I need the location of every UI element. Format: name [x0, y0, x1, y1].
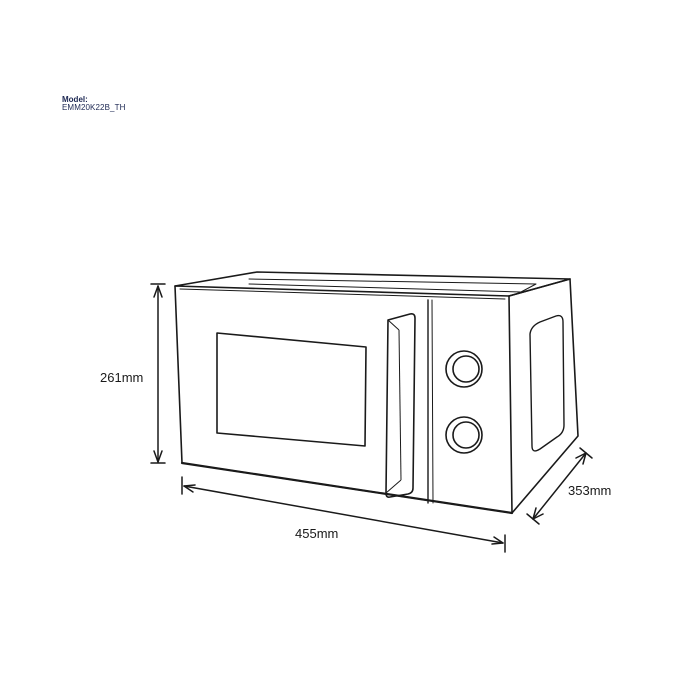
door-handle [385, 313, 416, 498]
width-label: 455mm [295, 526, 338, 541]
height-dimension [150, 283, 166, 464]
window-frame [216, 332, 367, 447]
height-label: 261mm [100, 370, 143, 385]
width-dimension [181, 476, 506, 553]
dimension-lines [150, 283, 593, 553]
model-info: Model: EMM20K22B_TH [62, 95, 126, 113]
control-panel-edge [431, 299, 434, 504]
top-seam [248, 278, 537, 293]
dimension-labels: 261mm 455mm 353mm [100, 370, 611, 541]
side-vent [529, 314, 565, 452]
microwave-outline [174, 271, 579, 515]
model-code: EMM20K22B_TH [62, 103, 126, 113]
base-strip [180, 461, 514, 515]
side-face [508, 278, 579, 514]
front-bevel [179, 288, 506, 300]
door-window [212, 330, 368, 447]
power-knob [445, 350, 483, 388]
control-knobs [445, 350, 483, 454]
depth-dimension [526, 447, 593, 525]
model-label: Model: [62, 95, 88, 104]
depth-label: 353mm [568, 483, 611, 498]
timer-knob [445, 416, 483, 454]
